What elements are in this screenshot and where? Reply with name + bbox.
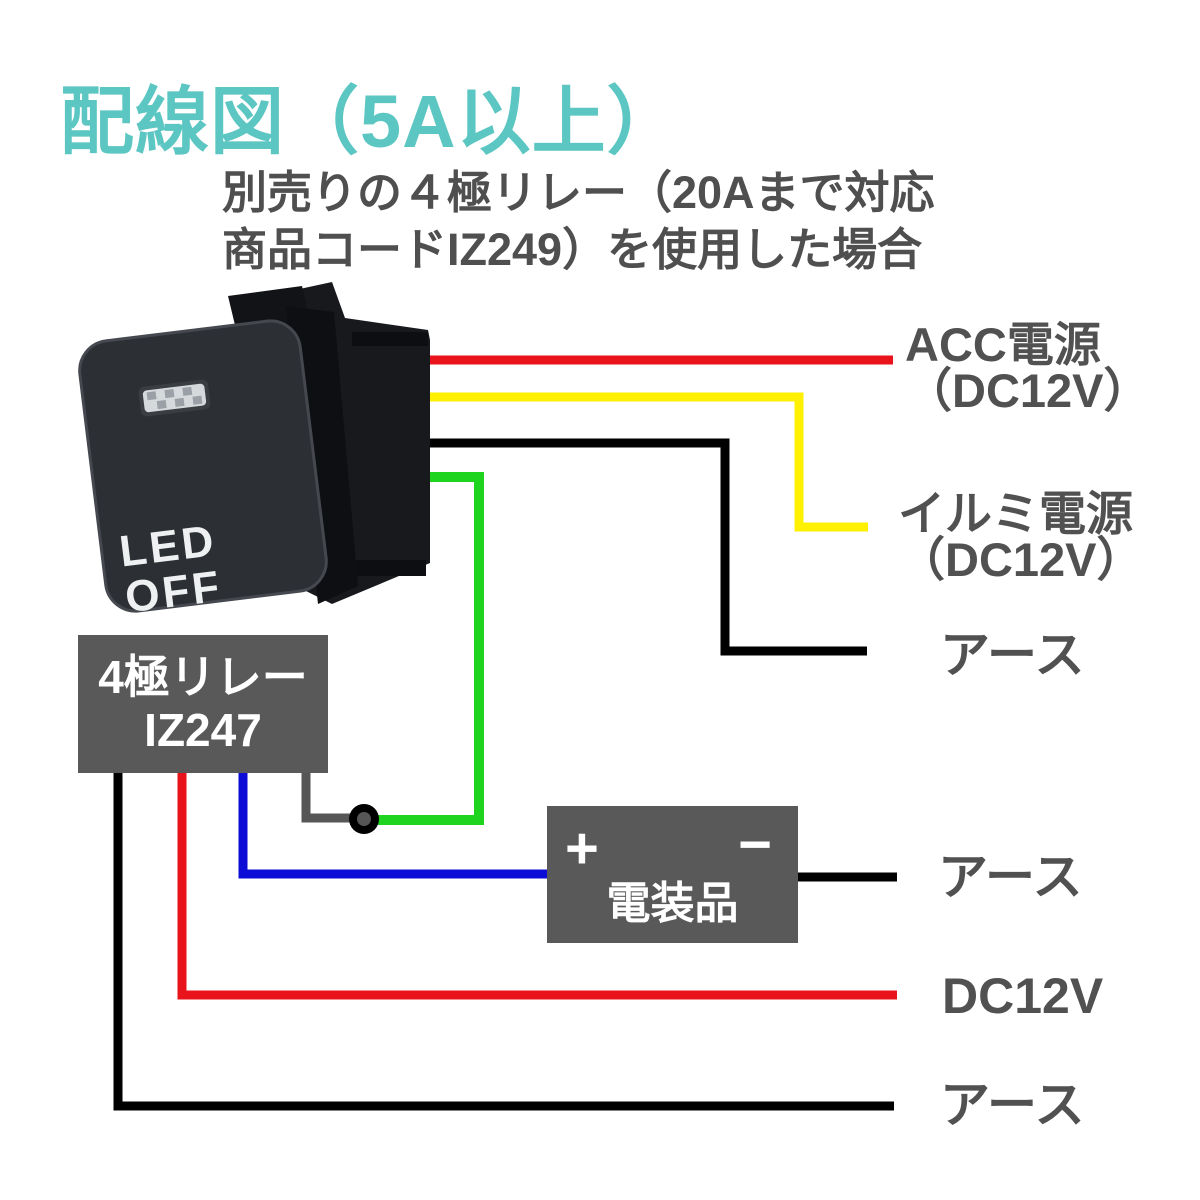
dc12v-label: DC12V xyxy=(942,968,1104,1024)
device-box-label: 電装品 xyxy=(606,879,739,928)
wire-switch-ground-black xyxy=(400,438,867,656)
ground-label-relay: アース xyxy=(940,1077,1085,1133)
ground-label-device: アース xyxy=(938,849,1083,905)
relay-box: 4極リレー IZ247 xyxy=(78,635,328,773)
device-box: + − 電装品 xyxy=(547,806,798,943)
wire-relay-ground-black xyxy=(113,772,894,1111)
subtitle: 別売りの４極リレー（20Aまで対応 商品コードIZ249）を使用した場合 xyxy=(222,164,935,278)
switch-print-off: OFF xyxy=(123,562,225,622)
acc-power-label-line2: （DC12V） xyxy=(905,364,1151,417)
acc-power-label-line1: ACC電源 xyxy=(905,318,1101,371)
switch-print-led: LED xyxy=(117,516,219,576)
plus-terminal-icon: + xyxy=(565,816,599,881)
subtitle-line2: 商品コードIZ249）を使用した場合 xyxy=(222,224,923,275)
wire-relay-to-device-blue xyxy=(238,772,549,879)
illumi-power-label: イルミ電源 （DC12V） xyxy=(898,487,1144,586)
wire-switch-to-relay-green xyxy=(378,472,484,825)
switch-housing-ridge xyxy=(352,332,428,346)
illumi-power-label-line2: （DC12V） xyxy=(898,533,1144,586)
minus-terminal-icon: − xyxy=(738,812,772,877)
relay-box-line2: IZ247 xyxy=(144,704,262,756)
switch-housing-ridge2 xyxy=(356,560,426,576)
wire-relay-stub-gray xyxy=(301,772,352,823)
subtitle-line1: 別売りの４極リレー（20Aまで対応 xyxy=(222,167,935,218)
switch-photo: LED OFF xyxy=(78,282,430,622)
wire-illumi-yellow xyxy=(403,392,868,532)
connector-dot-inner xyxy=(357,812,371,826)
relay-box-line1: 4極リレー xyxy=(98,651,308,703)
acc-power-label: ACC電源 （DC12V） xyxy=(905,318,1151,417)
page-title: 配線図（5A以上） xyxy=(60,80,682,163)
illumi-power-label-line1: イルミ電源 xyxy=(898,487,1133,540)
ground-label-switch: アース xyxy=(940,627,1085,683)
wire-relay-dc12v-red xyxy=(177,772,897,1000)
indicator-window-icon xyxy=(138,379,211,417)
